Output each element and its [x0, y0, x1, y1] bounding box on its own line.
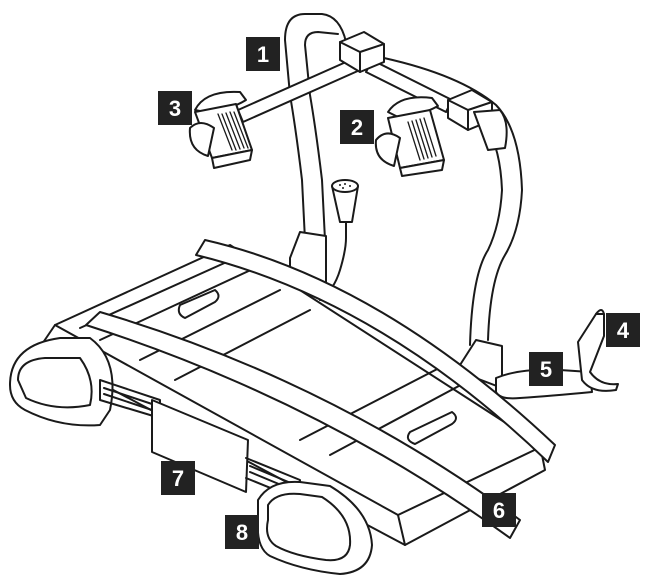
callout-5: 5	[529, 352, 563, 386]
callout-2-label: 2	[351, 115, 363, 140]
wheel-clamp-left	[190, 92, 252, 168]
callout-5-label: 5	[540, 357, 552, 382]
callout-3-label: 3	[169, 96, 181, 121]
callout-7: 7	[161, 461, 195, 495]
callout-1: 1	[246, 37, 280, 71]
callout-4: 4	[606, 313, 640, 347]
callout-8: 8	[225, 515, 259, 549]
callout-7-label: 7	[172, 466, 184, 491]
callout-2: 2	[340, 110, 374, 144]
callout-6-label: 6	[493, 498, 505, 523]
callout-3: 3	[158, 91, 192, 125]
callout-1-label: 1	[257, 42, 269, 67]
wheel-clamp-right	[376, 97, 444, 176]
callout-8-label: 8	[236, 520, 248, 545]
callout-4-label: 4	[617, 318, 630, 343]
callout-6: 6	[482, 493, 516, 527]
